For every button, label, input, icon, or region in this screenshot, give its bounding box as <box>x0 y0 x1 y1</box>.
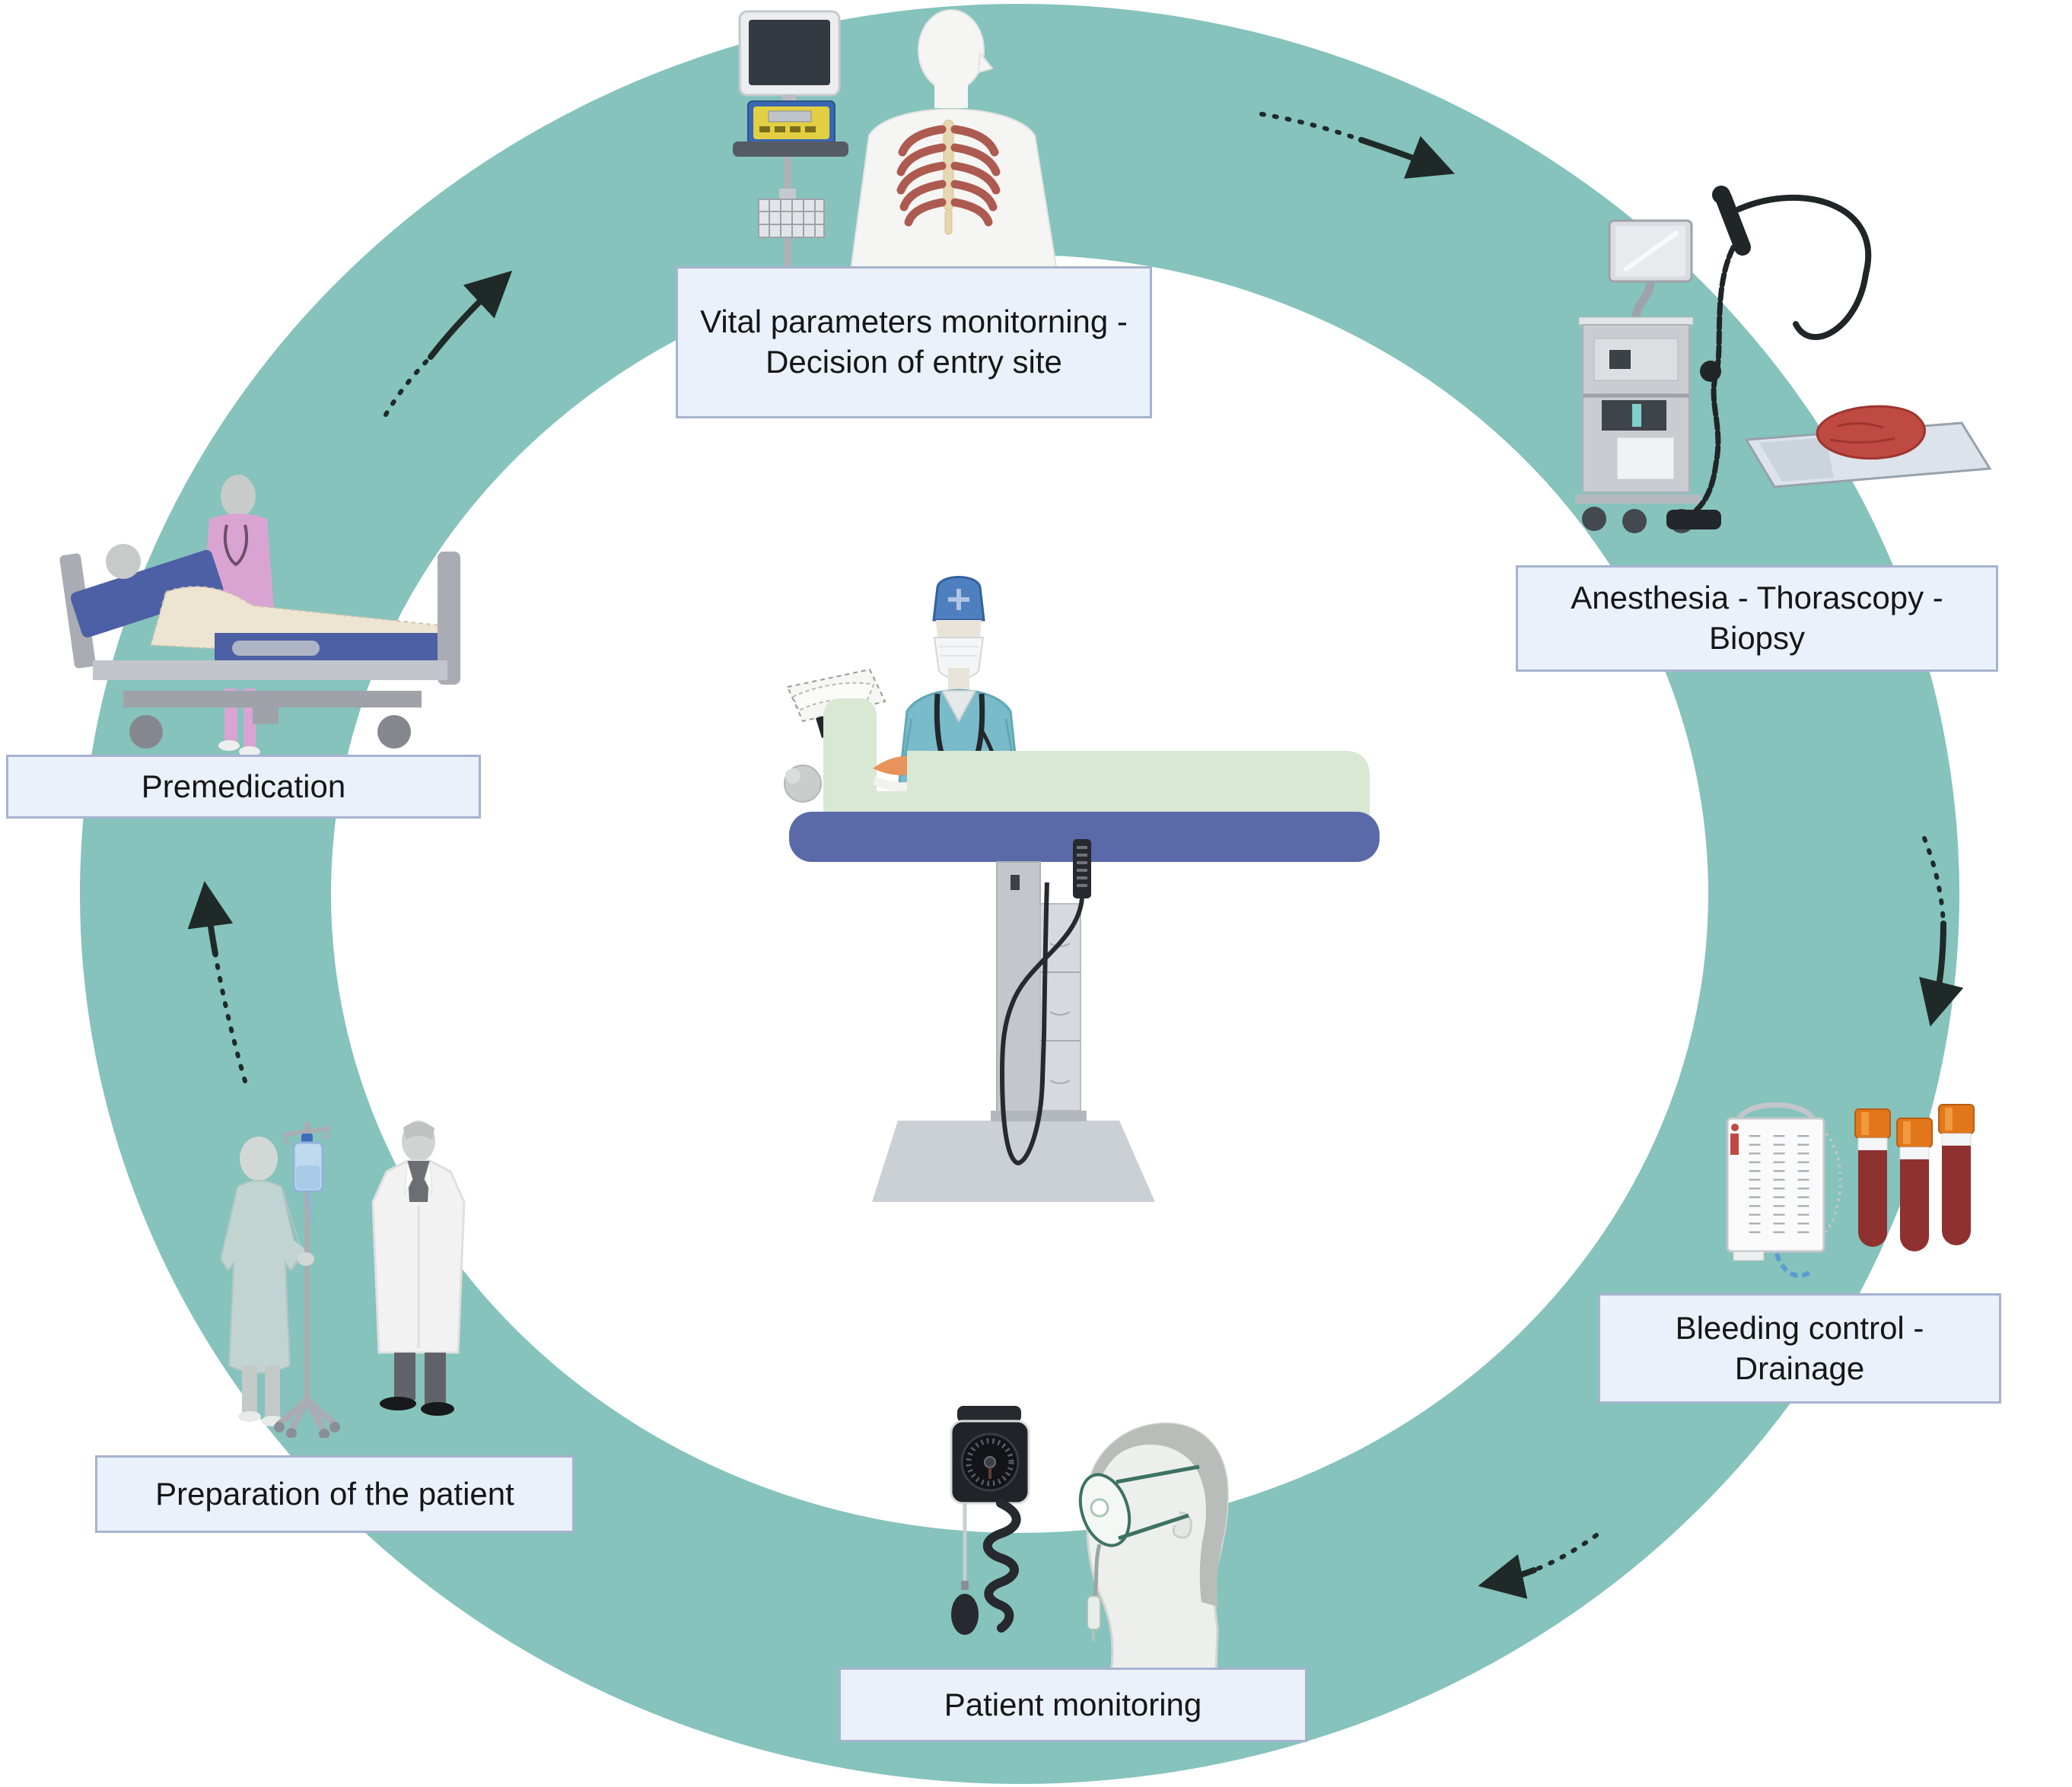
side-rail <box>232 641 320 656</box>
patient-and-doctor-icon <box>219 1121 466 1438</box>
endoscope <box>1680 186 1872 522</box>
doctor-hair <box>403 1122 434 1140</box>
surgeon-at-operating-table-icon <box>784 576 1380 1202</box>
preparation-to-premedication-arrow-icon <box>187 881 247 1083</box>
stage-label-text: Anesthesia - Thorascopy - Biopsy <box>1571 580 1943 656</box>
stage-label-text: Premedication <box>141 768 346 804</box>
vital-signs-monitor-and-chest-icon <box>733 9 1064 304</box>
endoscopy-tower-icon <box>1575 186 1992 533</box>
stage-label-bleeding-control-drainage: Bleeding control - Drainage <box>1598 1293 2001 1404</box>
bed-frame <box>59 544 460 749</box>
stage-label-text: Patient monitoring <box>944 1686 1202 1722</box>
blood-tube <box>1938 1104 1975 1245</box>
chest-drainage-unit <box>1726 1102 1842 1278</box>
bed-wheel <box>129 715 163 749</box>
stage-label-premedication: Premedication <box>6 755 481 819</box>
mask-strap <box>1118 1513 1189 1541</box>
control-pendant <box>999 839 1091 1166</box>
footboard <box>438 552 460 685</box>
nebulizer-chamber <box>1087 1595 1101 1630</box>
table-back-section <box>823 698 877 839</box>
pendant-cable <box>999 882 1084 1166</box>
patient-hand <box>298 1252 314 1266</box>
drain-tube <box>1774 1253 1814 1278</box>
inflation-bulb <box>951 1594 979 1635</box>
patient-head <box>106 544 141 579</box>
bp-monitor-and-oxygen-mask-icon <box>950 1406 1229 1674</box>
ribcage <box>896 119 1001 235</box>
hospital-bed-icon <box>59 475 460 757</box>
endoscopy-cart <box>1575 219 1701 533</box>
table-base <box>789 812 1380 862</box>
vital-to-anesthesia-arrow-icon <box>1259 112 1455 179</box>
blood-tube <box>1896 1118 1933 1251</box>
hair <box>1087 1423 1228 1546</box>
doctor-in-white-coat <box>371 1121 466 1416</box>
wire-basket <box>758 199 825 238</box>
foot-pedal <box>1666 510 1721 529</box>
biopsy-specimen <box>1816 405 1926 460</box>
stage-label-patient-monitoring: Patient monitoring <box>839 1668 1307 1742</box>
vital-monitor <box>733 10 848 304</box>
stage-label-vital-parameters: Vital parameters monitorning - Decision … <box>676 266 1152 418</box>
monitor-screen <box>749 20 830 85</box>
stage-label-text: Preparation of the patient <box>155 1475 514 1512</box>
premedication-to-vital-arrow-icon <box>384 270 513 417</box>
bed-wheel <box>377 715 411 749</box>
chest-anatomy-figure <box>845 9 1064 304</box>
oxygen-mask-patient <box>1078 1422 1229 1674</box>
anesthesia-to-bleeding-arrow-icon <box>1919 836 1964 1027</box>
operating-table <box>784 668 1380 1202</box>
stage-label-anesthesia-thorascopy-biopsy: Anesthesia - Thorascopy - Biopsy <box>1516 565 1998 672</box>
blood-pressure-gauge <box>950 1406 1030 1635</box>
coiled-cord <box>982 1499 1021 1633</box>
mask-strap <box>1116 1464 1200 1484</box>
stage-label-text: Vital parameters monitorning - Decision … <box>700 304 1128 380</box>
bleeding-to-monitoring-arrow-icon <box>1478 1533 1599 1599</box>
blood-tube <box>1854 1108 1891 1247</box>
iv-pole-base <box>275 1396 339 1435</box>
table-pedestal <box>991 861 1087 1121</box>
blood-collection-tubes <box>1854 1104 1975 1251</box>
biopsy-tray <box>1744 405 1992 488</box>
stage-label-preparation-of-patient: Preparation of the patient <box>95 1455 574 1533</box>
drainage-and-blood-tubes-icon <box>1726 1102 1975 1278</box>
stage-label-text: Bleeding control - Drainage <box>1675 1309 1924 1386</box>
iv-pole <box>274 1122 340 1438</box>
